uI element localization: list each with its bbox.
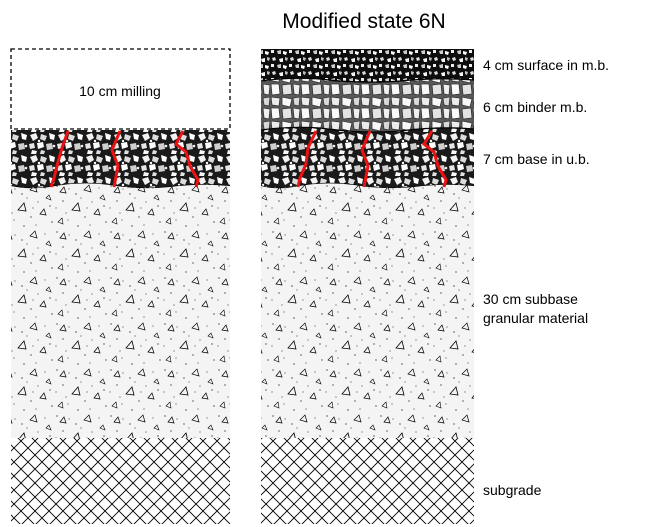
layer-label-surface: 4 cm surface in m.b. bbox=[483, 57, 609, 73]
left-column: 10 cm milling bbox=[10, 48, 231, 524]
crack-line bbox=[110, 130, 122, 188]
right-base-layer bbox=[261, 127, 474, 189]
layer-label-subgrade: subgrade bbox=[483, 482, 542, 498]
crack-line bbox=[49, 130, 70, 188]
milling-label: 10 cm milling bbox=[79, 83, 161, 99]
right-binder-bottom-line bbox=[260, 126, 475, 133]
diagram-title: Modified state 6N bbox=[282, 10, 445, 33]
crack-line bbox=[360, 130, 372, 188]
right-surface-layer bbox=[261, 49, 474, 83]
crack-line bbox=[174, 130, 200, 188]
layer-label-subbase-line2: granular material bbox=[483, 310, 588, 326]
left-subgrade-layer bbox=[11, 438, 230, 524]
crack-line bbox=[422, 130, 448, 188]
right-subbase-layer bbox=[261, 183, 474, 438]
right-binder-layer bbox=[261, 78, 474, 132]
right-subgrade-layer bbox=[261, 438, 474, 524]
layer-label-binder: 6 cm binder m.b. bbox=[483, 99, 587, 115]
layer-label-subbase-line1: 30 cm subbase bbox=[483, 291, 578, 307]
layer-label-base: 7 cm base in u.b. bbox=[483, 151, 590, 167]
right-surface-bottom-line bbox=[260, 77, 475, 83]
left-subbase-layer bbox=[11, 183, 230, 438]
milling-box bbox=[10, 48, 231, 130]
right-column bbox=[260, 49, 475, 524]
crack-line bbox=[296, 130, 318, 188]
